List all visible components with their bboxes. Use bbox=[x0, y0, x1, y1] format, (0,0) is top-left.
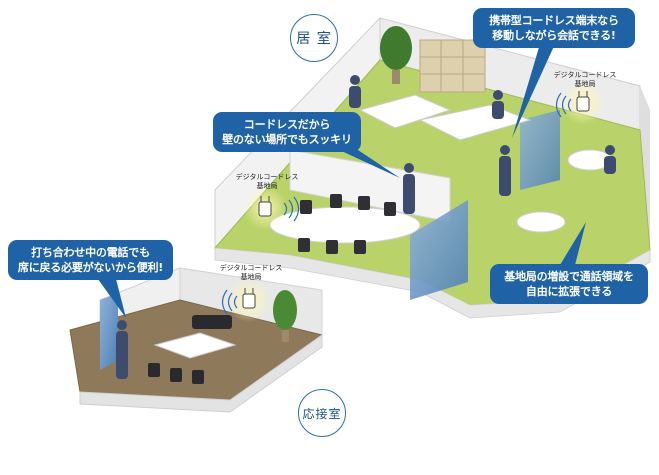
base-station-icon bbox=[258, 201, 272, 217]
callout-cordless-tail bbox=[335, 148, 400, 178]
base-station-icon bbox=[242, 293, 256, 309]
base-station-1 bbox=[243, 186, 300, 230]
round-table bbox=[516, 211, 566, 233]
conference-chairs bbox=[298, 194, 396, 254]
signal-waves-icon bbox=[555, 92, 572, 118]
callout-meeting: 打ち合わせ中の電話でも 席に戻る必要がないから便利! bbox=[8, 240, 173, 280]
person-figures bbox=[349, 75, 616, 214]
signal-waves-icon bbox=[221, 289, 238, 315]
reception-front-wall bbox=[79, 334, 323, 413]
desk-cluster bbox=[358, 94, 452, 129]
reception-table bbox=[153, 332, 237, 359]
callout-expand-tail bbox=[560, 222, 586, 265]
person-figures bbox=[116, 320, 128, 379]
plant-icon bbox=[380, 26, 412, 84]
main-office-room bbox=[213, 16, 651, 319]
base-station-label-3: デジタルコードレス 基地局 bbox=[219, 264, 283, 281]
glass-partition-right bbox=[520, 110, 560, 190]
reception-room bbox=[69, 267, 324, 413]
room-label-reception: 応接室 bbox=[298, 389, 346, 437]
signal-waves-icon bbox=[283, 196, 300, 222]
base-station-icon bbox=[576, 96, 590, 112]
room-label-living: 居 室 bbox=[290, 14, 338, 62]
plant-icon bbox=[273, 290, 297, 342]
base-station-label-2: デジタルコードレス 基地局 bbox=[553, 71, 617, 88]
callout-expand: 基地局の増設で通話領域を 自由に拡張できる bbox=[490, 264, 648, 304]
base-station-3 bbox=[221, 278, 271, 322]
callout-meeting-tail bbox=[95, 275, 126, 318]
main-room-right-wall bbox=[640, 86, 650, 250]
sofa bbox=[192, 315, 232, 329]
callout-portable: 携帯型コードレス端末なら 移動しながら会話できる! bbox=[473, 8, 635, 48]
base-station-2 bbox=[555, 81, 605, 125]
callout-portable-tail bbox=[512, 44, 555, 138]
glass-partition-left bbox=[410, 200, 468, 300]
callout-cordless: コードレスだから 壁のない場所でもスッキリ bbox=[213, 112, 361, 152]
reception-chairs bbox=[148, 363, 204, 384]
reception-glass-wall bbox=[100, 293, 118, 370]
bookshelf bbox=[419, 39, 486, 93]
base-station-label-1: デジタルコードレス 基地局 bbox=[235, 173, 299, 190]
